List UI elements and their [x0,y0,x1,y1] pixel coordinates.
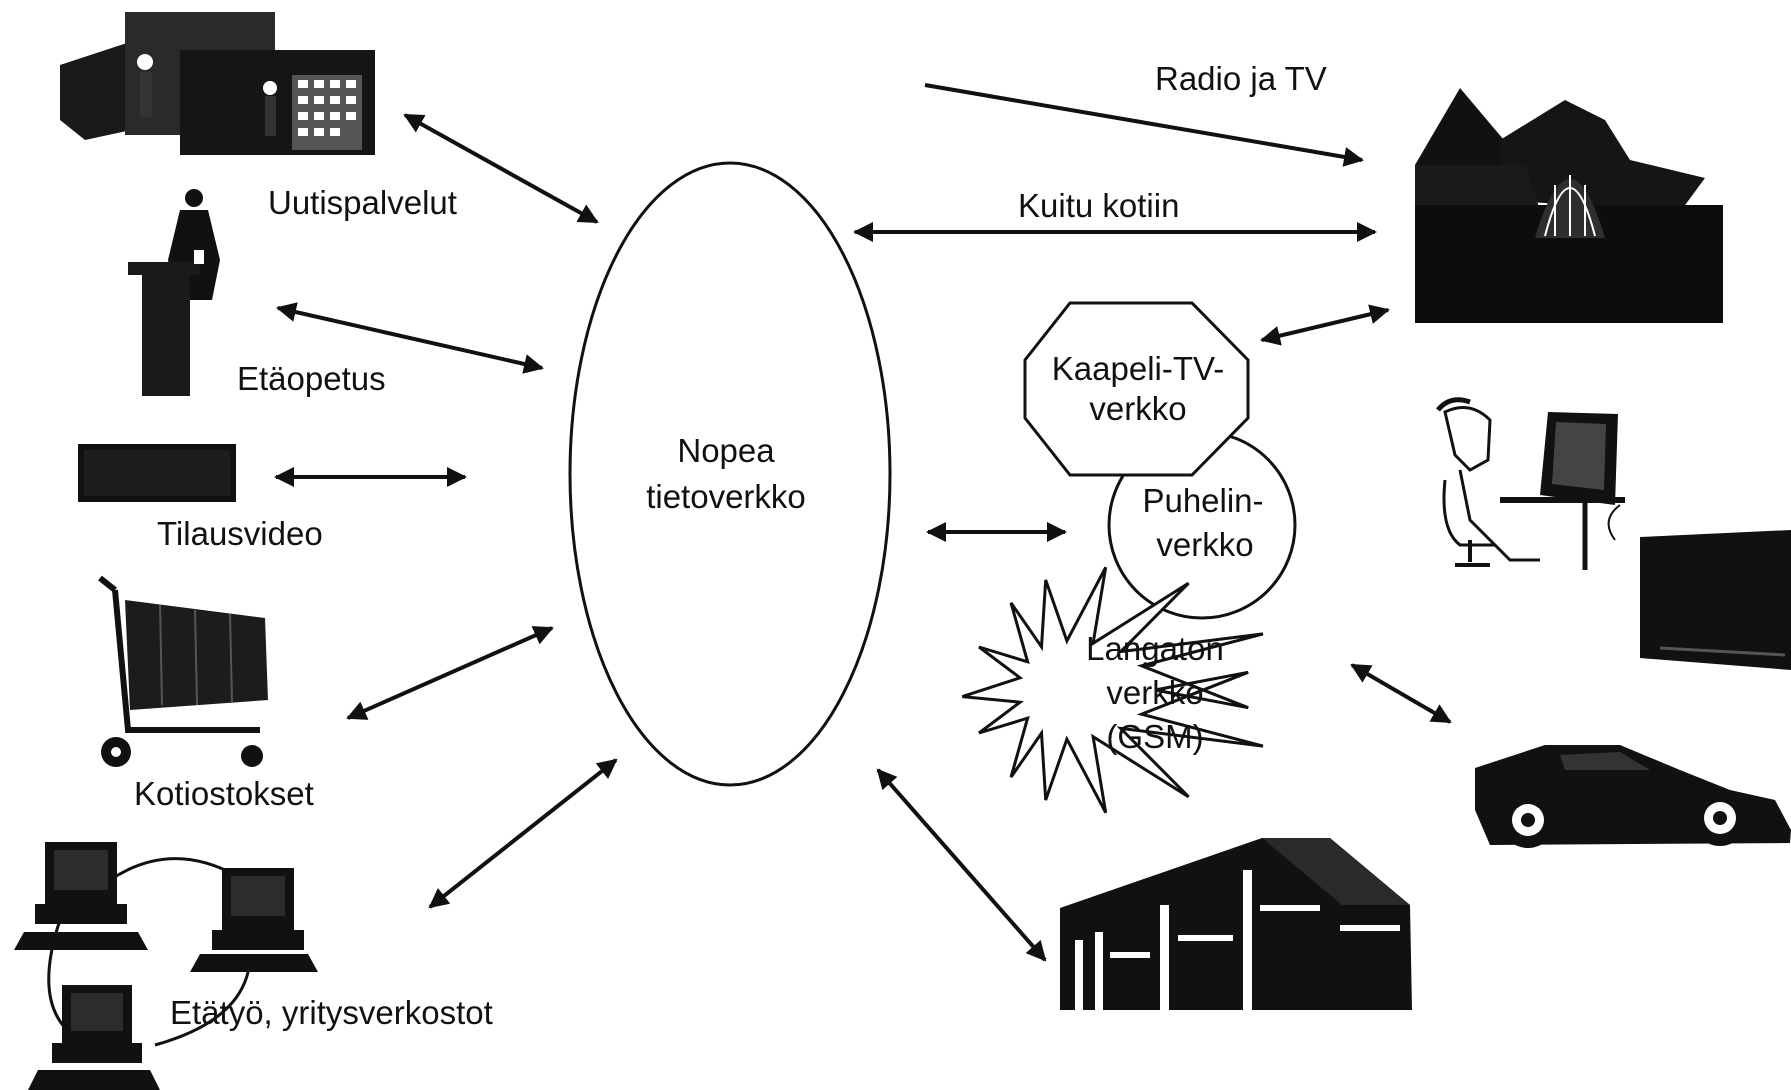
cable-tv-network-octagon [1023,301,1250,477]
newsroom-picture [60,12,375,155]
house-picture [1415,88,1723,323]
office-arrow [876,768,1047,962]
fast-network-ellipse [568,161,892,787]
video-box-picture [78,444,236,502]
tv-box-picture [1640,530,1791,670]
fiber-home-label: Kuitu kotiin [1018,187,1179,224]
sports-car-picture [1475,745,1791,848]
learning-arrow [276,302,544,374]
video-label: Tilausvideo [157,515,323,552]
lecturer-picture [128,189,220,396]
wireless-label-line2: verkko [1106,674,1203,711]
wireless-label-line3: (GSM) [1106,718,1203,755]
learning-label: Etäopetus [237,360,386,397]
news-arrow [403,113,599,224]
wireless-network-burst [961,566,1264,814]
cable-tv-label-line2: verkko [1089,390,1186,427]
radio-tv-arrow [924,83,1364,167]
shopping-cart-picture [98,575,268,767]
center-label-line2: tietoverkko [646,478,806,515]
phone-label-line1: Puhelin- [1142,482,1263,519]
shopping-arrow [346,626,554,720]
phone-label-line2: verkko [1156,526,1253,563]
center-label-line1: Nopea [677,432,775,469]
cable-house-arrow [1260,304,1390,346]
radio-tv-label: Radio ja TV [1155,60,1327,97]
computer-user-picture [1436,397,1625,570]
telework-label: Etätyö, yritysverkostot [170,994,493,1031]
telework-arrow [428,758,618,909]
shopping-label: Kotiostokset [134,775,314,812]
office-building-picture [1060,838,1412,1015]
news-label: Uutispalvelut [268,184,457,221]
networked-computers-picture [14,842,318,1090]
wireless-label-line1: Langaton [1086,630,1224,667]
wireless-car-arrow [1350,663,1452,724]
cable-tv-label-line1: Kaapeli-TV- [1052,350,1224,387]
